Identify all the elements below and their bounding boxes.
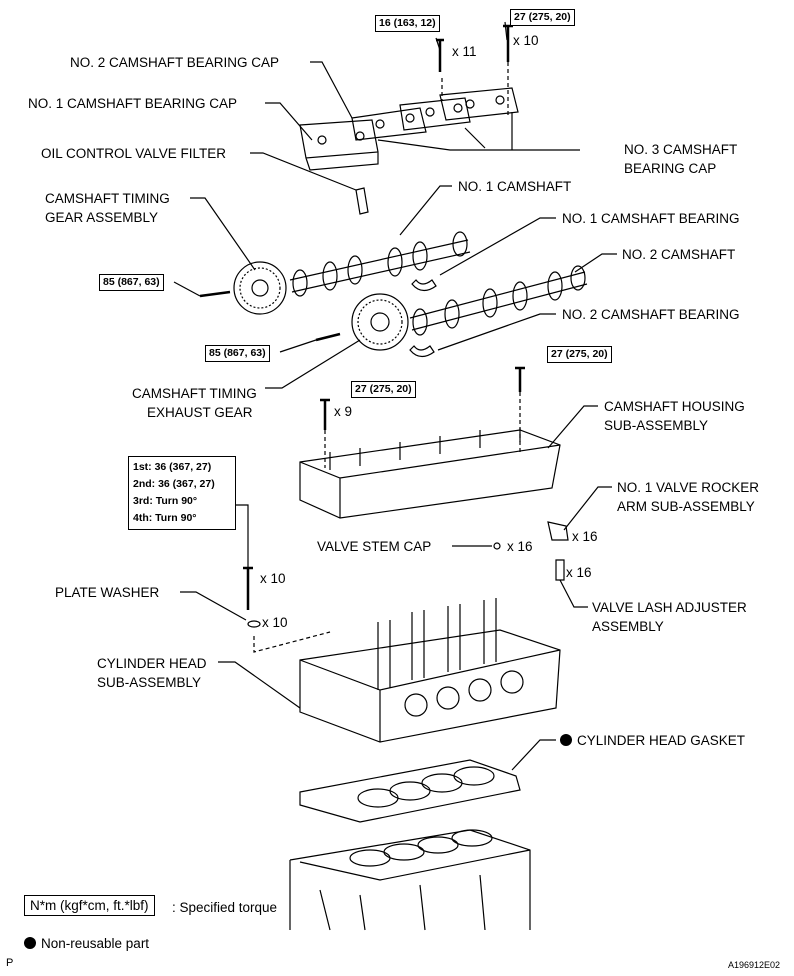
legend-dot-icon [24,937,36,949]
qty-x11: x 11 [452,44,477,59]
torque-box-85-a: 85 (867, 63) [99,274,164,291]
qty-x16-lash: x 16 [566,565,592,580]
leader-t85b [279,339,317,353]
label-housing-2: SUB-ASSEMBLY [604,418,709,433]
leader-bearing2 [437,313,556,351]
torque-box-27-top: 27 (275, 20) [510,9,575,26]
torque-box-16: 16 (163, 12) [375,15,440,32]
qty-x10-washer: x 10 [262,615,288,630]
sequence-step-3: 3rd: Turn 90° [133,495,198,507]
leader-camshaft1 [399,185,452,236]
label-ocv-filter: OIL CONTROL VALVE FILTER [41,146,227,161]
torque-box-85-b: 85 (867, 63) [205,345,270,362]
label-valve-stem-cap: VALVE STEM CAP [317,539,432,554]
sequence-step-4: 4th: Turn 90° [133,512,197,524]
label-timing-gear-1: CAMSHAFT TIMING [45,191,170,206]
leader-cyl-head [218,661,301,709]
qty-x16-rocker: x 16 [572,529,598,544]
torque-box-27-right: 27 (275, 20) [547,346,612,363]
leader-ocv-filter [250,152,357,191]
leader-bearing1 [439,217,556,276]
label-housing-1: CAMSHAFT HOUSING [604,399,745,414]
label-no2-camshaft: NO. 2 CAMSHAFT [622,247,736,262]
leader-housing [547,405,598,449]
legend-non-reusable: Non-reusable part [24,935,149,952]
leader-plate-washer [180,591,247,621]
qty-x16-cap: x 16 [507,539,533,554]
legend-torque-box: N*m (kgf*cm, ft.*lbf) [24,895,155,916]
label-no1-bearing-cap: NO. 1 CAMSHAFT BEARING CAP [28,96,238,111]
label-lash-adjuster-1: VALVE LASH ADJUSTER [592,600,747,615]
leader-exhaust-gear [265,339,361,389]
leader-gasket [511,739,556,771]
label-no3-bearing-cap-1: NO. 3 CAMSHAFT [624,142,738,157]
label-no1-camshaft: NO. 1 CAMSHAFT [458,179,572,194]
torque-box-27-mid: 27 (275, 20) [351,381,416,398]
footer-left-mark: P [6,957,14,969]
leader-lash [559,579,588,608]
label-exhaust-gear-1: CAMSHAFT TIMING [132,386,257,401]
leader-camshaft2 [574,253,617,273]
label-no1-camshaft-bearing: NO. 1 CAMSHAFT BEARING [562,211,740,226]
label-cyl-head-1: CYLINDER HEAD [97,656,207,671]
leader-cap2 [310,61,353,119]
label-no2-bearing-cap: NO. 2 CAMSHAFT BEARING CAP [70,55,280,70]
leader-cap1 [265,102,313,141]
qty-x10-bolt: x 10 [260,571,286,586]
label-timing-gear-2: GEAR ASSEMBLY [45,210,159,225]
legend-torque-text: : Specified torque [172,900,278,915]
leader-t85a [173,281,201,297]
leader-rocker [563,486,612,531]
label-rocker-2: ARM SUB-ASSEMBLY [617,499,755,514]
label-gasket: CYLINDER HEAD GASKET [560,732,745,749]
label-cyl-head-2: SUB-ASSEMBLY [97,675,202,690]
label-lash-adjuster-2: ASSEMBLY [592,619,664,634]
head-bolt-sequence-box: 1st: 36 (367, 27) 2nd: 36 (367, 27) 3rd:… [128,456,236,530]
label-no2-camshaft-bearing: NO. 2 CAMSHAFT BEARING [562,307,740,322]
leader-timing-gear [190,197,256,271]
label-no3-bearing-cap-2: BEARING CAP [624,161,717,176]
legend-non-reusable-text: Non-reusable part [41,936,150,951]
non-reusable-dot-icon [560,734,572,746]
qty-x10-top: x 10 [513,33,539,48]
label-rocker-1: NO. 1 VALVE ROCKER [617,480,760,495]
qty-x9: x 9 [334,404,353,419]
label-exhaust-gear-2: EXHAUST GEAR [147,405,253,420]
sequence-step-1: 1st: 36 (367, 27) [133,461,212,473]
label-gasket-text: CYLINDER HEAD GASKET [577,733,746,748]
figure-id: A196912E02 [728,960,781,970]
label-plate-washer: PLATE WASHER [55,585,160,600]
sequence-step-2: 2nd: 36 (367, 27) [133,478,215,490]
